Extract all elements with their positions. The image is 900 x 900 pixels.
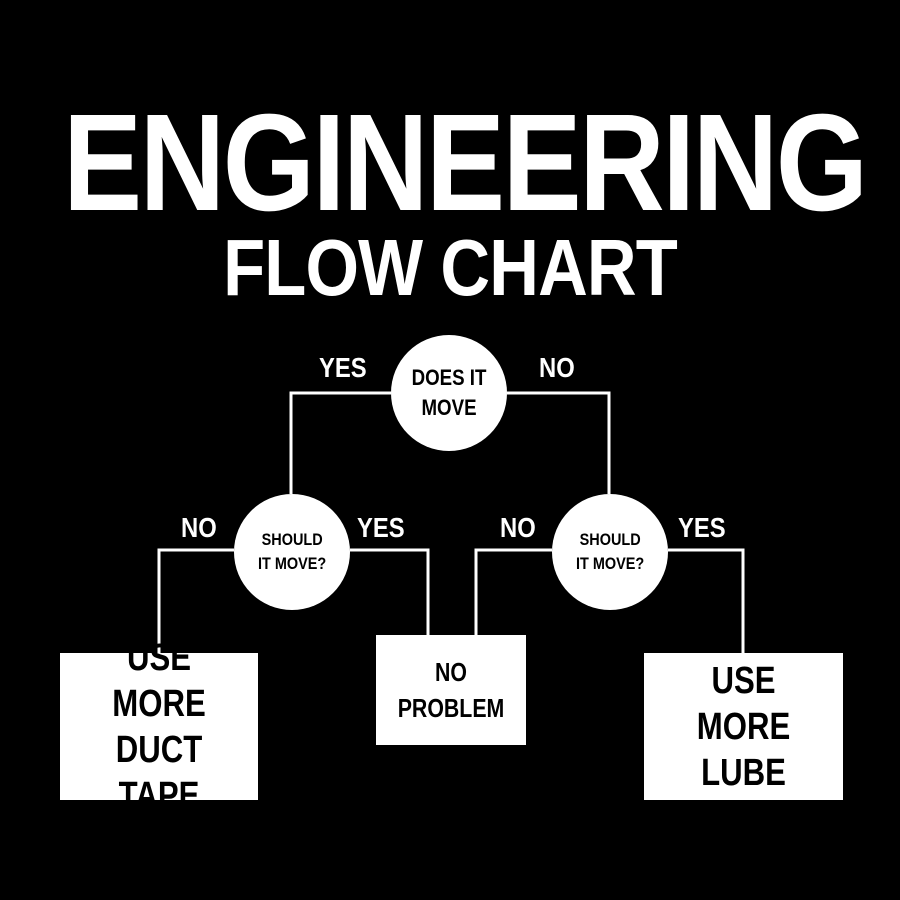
outcome-line-2: PROBLEM — [397, 693, 505, 723]
outcome-line-1: NO — [435, 657, 467, 687]
connector-top-yes — [289, 391, 391, 494]
label-right-no: NO — [500, 512, 536, 543]
outcome-line-1: USE MORE — [112, 636, 206, 725]
question-line-1: SHOULD — [261, 530, 323, 549]
connector-right-yes — [668, 548, 745, 653]
question-line-2: IT MOVE? — [257, 554, 327, 573]
question-does-it-move: DOES IT MOVE — [391, 335, 507, 451]
connector-left-no — [157, 548, 234, 653]
outcome-line-2: LUBE — [701, 751, 786, 794]
connector-top-no — [507, 391, 611, 494]
outcome-lube: USE MORE LUBE — [644, 653, 843, 800]
question-line-1: DOES IT — [411, 365, 487, 390]
title-engineering: ENGINEERING — [63, 86, 868, 240]
outcome-duct-tape: USE MORE DUCT TAPE — [60, 637, 258, 817]
question-should-it-move-left: SHOULD IT MOVE? — [234, 494, 350, 610]
label-left-yes: YES — [357, 512, 405, 543]
question-line-2: IT MOVE? — [575, 554, 645, 573]
label-top-yes: YES — [319, 352, 367, 383]
question-line-1: SHOULD — [579, 530, 641, 549]
connector-left-yes — [350, 548, 430, 635]
label-left-no: NO — [181, 512, 217, 543]
question-line-2: MOVE — [421, 395, 477, 420]
label-right-yes: YES — [678, 512, 726, 543]
label-top-no: NO — [539, 352, 575, 383]
question-should-it-move-right: SHOULD IT MOVE? — [552, 494, 668, 610]
outcome-line-2: DUCT TAPE — [115, 728, 203, 817]
outcome-no-problem: NO PROBLEM — [376, 635, 526, 745]
connector-right-no — [474, 548, 552, 635]
outcome-line-1: USE MORE — [696, 659, 791, 748]
title-flow-chart: FLOW CHART — [223, 223, 678, 312]
